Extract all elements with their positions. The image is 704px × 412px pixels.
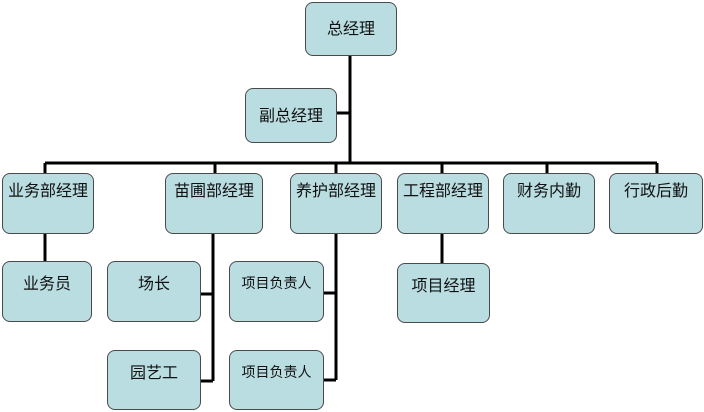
project-lead-box-1: 项目负责人 [229,261,324,322]
farm-head-label: 场长 [137,274,170,293]
gardener-label: 园艺工 [129,363,178,382]
general-manager-box: 总经理 [305,2,397,56]
administration-logistics-box: 行政后勤 [609,173,703,234]
nursery-department-manager-label: 苗圃部经理 [173,181,254,200]
project-lead-label-2: 项目负责人 [241,365,312,381]
finance-office-box: 财务内勤 [503,173,595,234]
salesperson-label: 业务员 [22,274,71,293]
project-lead-box-2: 项目负责人 [229,350,324,410]
administration-logistics-label: 行政后勤 [623,181,688,200]
project-lead-label-1: 项目负责人 [241,276,312,292]
gardener-box: 园艺工 [107,350,201,410]
deputy-general-manager-label: 副总经理 [258,105,323,125]
maintenance-department-manager-label: 养护部经理 [295,181,376,200]
project-manager-label: 项目经理 [411,276,476,295]
general-manager-label: 总经理 [326,19,375,38]
project-manager-box: 项目经理 [397,263,490,323]
deputy-general-manager-box: 副总经理 [245,88,337,143]
business-department-manager-label: 业务部经理 [7,181,88,200]
farm-head-box: 场长 [107,261,201,322]
business-department-manager-box: 业务部经理 [2,173,94,234]
maintenance-department-manager-box: 养护部经理 [290,173,382,234]
engineering-department-manager-box: 工程部经理 [397,173,489,234]
nursery-department-manager-box: 苗圃部经理 [165,173,263,234]
engineering-department-manager-label: 工程部经理 [402,181,483,200]
finance-office-label: 财务内勤 [516,181,581,200]
salesperson-box: 业务员 [2,261,92,322]
